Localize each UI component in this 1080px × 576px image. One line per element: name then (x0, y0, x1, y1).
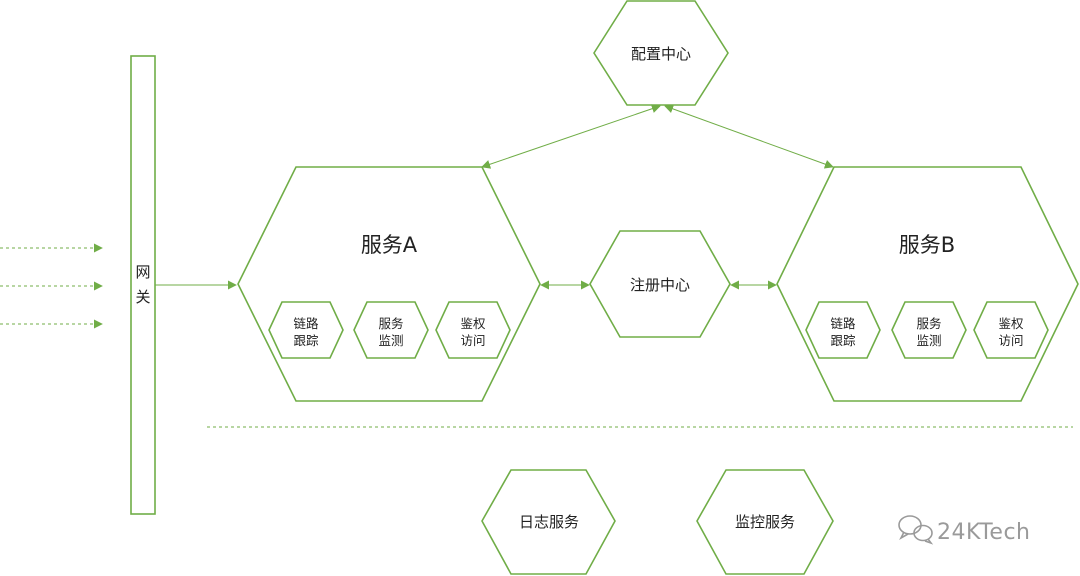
service-a-tracing-hexagon (268, 301, 344, 359)
config-to-service-a-arrow (481, 104, 661, 169)
gateway-label-line1: 网 (135, 263, 150, 281)
service-a-module-tracing: 链路 跟踪 (268, 301, 344, 359)
service-b-monitoring-hexagon (891, 301, 967, 359)
service-a-module-monitoring: 服务 监测 (353, 301, 429, 359)
service-b-auth-hexagon (973, 301, 1049, 359)
monitor-service-node: 监控服务 (696, 469, 834, 575)
service-a-auth-label-line2: 访问 (460, 333, 485, 348)
wechat-icon (898, 515, 934, 545)
service-b-tracing-label-line2: 跟踪 (830, 333, 856, 348)
service-b-monitoring-label-line2: 监测 (916, 333, 941, 348)
registry-center-label: 注册中心 (630, 276, 690, 294)
service-a-node: 服务A 链路 跟踪 服务 监测 鉴权 访问 (237, 166, 541, 402)
registry-center-hexagon (589, 230, 731, 338)
service-a-tracing-label-line1: 链路 (293, 316, 319, 331)
gateway-box (130, 55, 156, 515)
service-a-monitoring-label-line1: 服务 (378, 316, 403, 331)
service-b-auth-label-line1: 鉴权 (998, 316, 1024, 331)
monitor-service-label: 监控服务 (735, 513, 795, 531)
log-service-node: 日志服务 (481, 469, 616, 575)
service-b-hexagon (776, 166, 1079, 402)
service-b-monitoring-label-line1: 服务 (916, 316, 941, 331)
service-a-tracing-label-line2: 跟踪 (293, 333, 319, 348)
service-a-hexagon (237, 166, 541, 402)
service-a-auth-hexagon (435, 301, 511, 359)
gateway-node: 网 关 (130, 55, 156, 515)
gateway-label-line2: 关 (135, 288, 150, 306)
config-center-node: 配置中心 (593, 0, 729, 106)
service-b-tracing-hexagon (805, 301, 881, 359)
service-a-label: 服务A (361, 233, 418, 257)
service-b-label: 服务B (899, 233, 955, 257)
monitor-service-hexagon (696, 469, 834, 575)
service-b-module-tracing: 链路 跟踪 (805, 301, 881, 359)
incoming-request-arrows (0, 243, 103, 329)
service-b-tracing-label-line1: 链路 (830, 316, 856, 331)
config-center-label: 配置中心 (631, 45, 691, 63)
log-service-label: 日志服务 (519, 513, 579, 531)
service-a-auth-label-line1: 鉴权 (460, 316, 486, 331)
watermark: 24KTech (898, 515, 1031, 545)
watermark-text: 24KTech (937, 520, 1031, 545)
service-b-module-monitoring: 服务 监测 (891, 301, 967, 359)
config-to-service-b-arrow (664, 104, 834, 169)
service-b-auth-label-line2: 访问 (998, 333, 1023, 348)
log-service-hexagon (481, 469, 616, 575)
service-b-node: 服务B 链路 跟踪 服务 监测 鉴权 访问 (776, 166, 1079, 402)
service-a-monitoring-hexagon (353, 301, 429, 359)
service-b-module-auth: 鉴权 访问 (973, 301, 1049, 359)
service-a-monitoring-label-line2: 监测 (378, 333, 403, 348)
service-a-module-auth: 鉴权 访问 (435, 301, 511, 359)
registry-center-node: 注册中心 (589, 230, 731, 338)
